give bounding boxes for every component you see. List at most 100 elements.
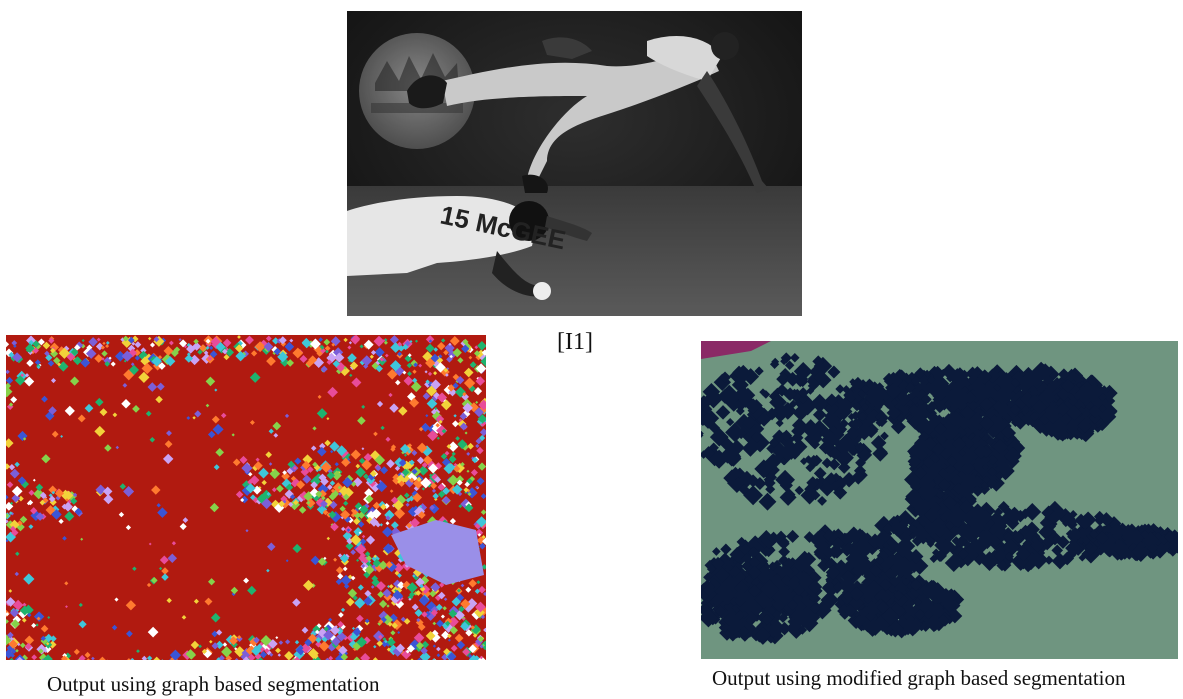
segment-fragment [397, 581, 406, 590]
segment-fragment [412, 477, 424, 489]
segment-fragment [338, 492, 342, 496]
segment-fragment [249, 419, 255, 425]
segment-fragment [365, 535, 376, 545]
segment-fragment [12, 352, 23, 363]
segment-fragment [166, 597, 172, 604]
segment-fragment [264, 648, 270, 654]
graph-segmentation-output [6, 335, 486, 660]
segment-region [971, 384, 991, 403]
segment-fragment [15, 551, 20, 556]
segment-fragment [458, 605, 465, 613]
segment-fragment [483, 627, 486, 633]
segment-fragment [60, 435, 64, 438]
segment-fragment [411, 468, 418, 475]
segment-fragment [192, 416, 196, 420]
segment-fragment [342, 493, 350, 501]
segment-fragment [48, 337, 55, 344]
segment-fragment [57, 362, 61, 367]
segment-fragment [23, 573, 35, 585]
segment-fragment [389, 489, 394, 493]
segment-fragment [215, 448, 225, 457]
segment-fragment [475, 400, 479, 404]
segment-fragment [16, 656, 24, 660]
segment-fragment [293, 499, 299, 506]
segment-region [1048, 522, 1057, 531]
segment-fragment [261, 479, 267, 486]
segment-region [855, 422, 874, 441]
segment-fragment [312, 426, 317, 431]
segment-fragment [249, 372, 261, 383]
segment-fragment [278, 336, 287, 345]
segment-fragment [407, 371, 412, 377]
segment-fragment [234, 647, 238, 651]
segment-fragment [80, 537, 84, 541]
segment-fragment [370, 585, 375, 589]
segment-fragment [269, 652, 274, 657]
segment-fragment [25, 343, 35, 354]
segment-fragment [449, 518, 457, 525]
segment-fragment [450, 644, 458, 652]
segment-region [951, 388, 972, 409]
segment-fragment [462, 647, 471, 656]
segment-fragment [63, 501, 73, 512]
segment-fragment [432, 644, 437, 648]
segment-fragment [153, 335, 165, 347]
segment-fragment [355, 467, 366, 478]
segment-fragment [436, 653, 441, 658]
segment-region [853, 614, 867, 628]
segment-fragment [149, 437, 156, 443]
segment-fragment [377, 591, 385, 598]
segment-fragment [420, 422, 430, 432]
segment-fragment [99, 408, 108, 417]
segment-fragment [171, 541, 177, 546]
segment-fragment [437, 483, 445, 491]
segment-fragment [284, 413, 290, 418]
segment-fragment [281, 471, 290, 481]
segment-region [1077, 514, 1093, 530]
modified-graph-segmentation-output [701, 341, 1178, 659]
segment-fragment [212, 423, 224, 435]
segment-fragment [147, 382, 158, 392]
segment-fragment [58, 518, 64, 525]
segment-fragment [442, 606, 447, 611]
segment-region [1060, 413, 1072, 425]
segment-fragment [312, 461, 318, 468]
segment-fragment [430, 482, 438, 490]
segment-fragment [267, 542, 276, 551]
segment-fragment [425, 335, 435, 344]
segment-fragment [9, 608, 19, 618]
segment-fragment [209, 345, 214, 351]
segment-fragment [358, 531, 362, 535]
segment-fragment [326, 417, 330, 421]
segment-fragment [480, 614, 486, 620]
segment-fragment [337, 553, 343, 558]
segment-region [963, 437, 975, 449]
segment-fragment [349, 373, 353, 377]
segment-fragment [380, 503, 387, 511]
segment-fragment [224, 659, 234, 660]
segment-fragment [282, 470, 287, 475]
segment-fragment [315, 490, 323, 498]
segment-fragment [104, 444, 112, 452]
segment-region [876, 601, 890, 614]
segment-fragment [414, 608, 423, 617]
segment-fragment [441, 630, 450, 640]
segment-fragment [210, 336, 221, 347]
segment-fragment [413, 362, 418, 368]
segment-fragment [51, 430, 59, 438]
segment-fragment [199, 344, 207, 352]
segment-fragment [387, 585, 391, 589]
segment-fragment [421, 462, 428, 468]
segment-fragment [384, 353, 389, 358]
segment-region [1029, 550, 1049, 570]
segment-fragment [194, 410, 202, 418]
segment-fragment [403, 376, 414, 386]
segment-region [1085, 542, 1093, 550]
segment-fragment [247, 585, 257, 596]
segment-fragment [285, 483, 294, 492]
segment-fragment [380, 466, 389, 475]
segment-region [720, 543, 732, 555]
segment-fragment [253, 461, 263, 471]
segment-fragment [147, 626, 159, 638]
segment-region [879, 578, 893, 592]
